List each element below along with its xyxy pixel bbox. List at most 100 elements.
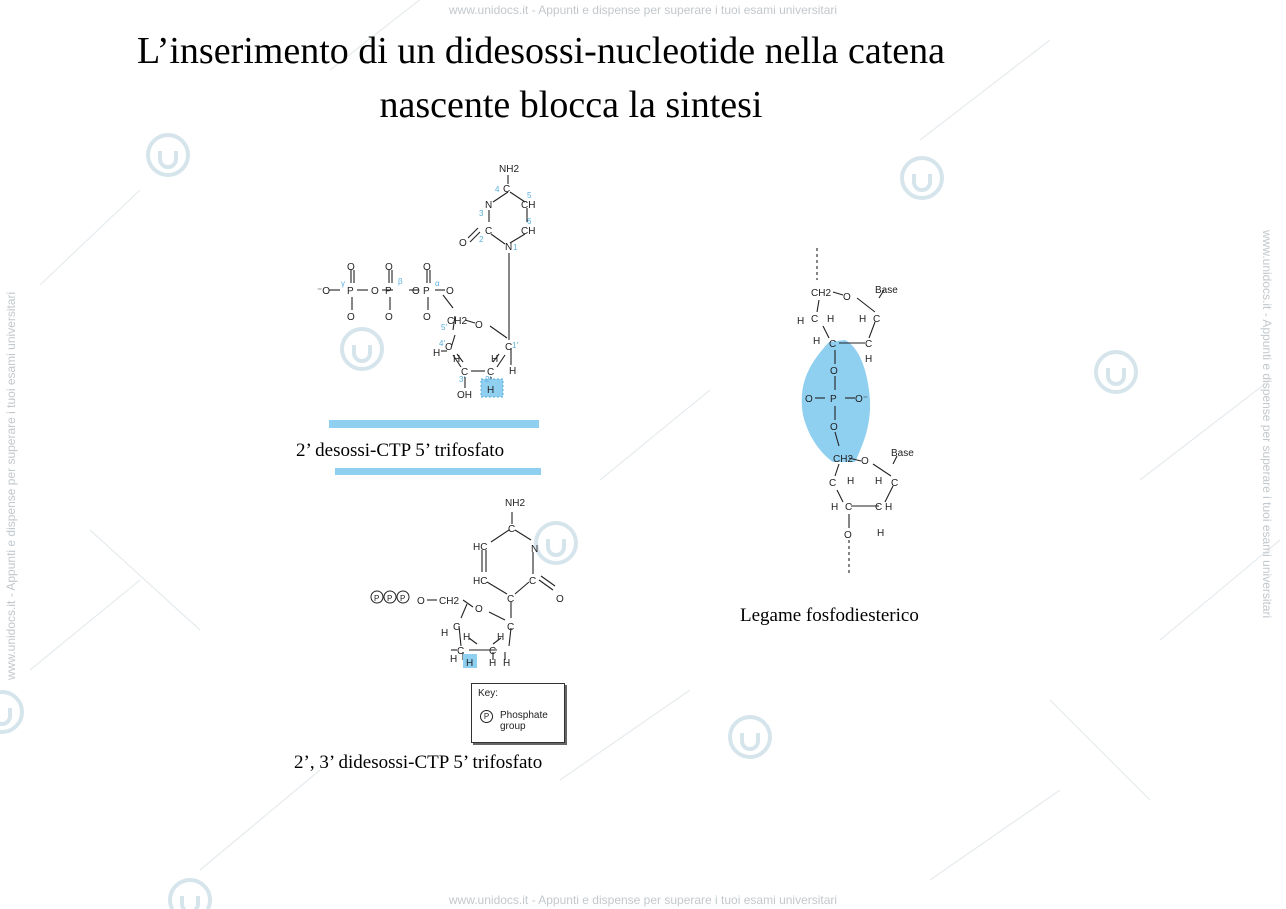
svg-text:3: 3 xyxy=(479,209,484,218)
svg-text:N: N xyxy=(531,544,538,555)
svg-text:6: 6 xyxy=(527,217,532,226)
svg-text:P: P xyxy=(347,286,354,297)
key-box: Key: P Phosphate group xyxy=(471,683,565,743)
svg-text:C: C xyxy=(487,367,494,378)
svg-text:H: H xyxy=(497,632,504,643)
svg-text:O⁻: O⁻ xyxy=(855,394,868,405)
svg-text:P: P xyxy=(830,394,837,405)
svg-text:HC: HC xyxy=(473,542,487,553)
unidocs-logo-icon xyxy=(900,156,944,200)
phosphate-group-icon xyxy=(383,590,397,604)
svg-text:H: H xyxy=(489,658,496,669)
ddctp-structure: NH2 C HC N HC C O C P P P O CH2 O C C H … xyxy=(370,498,564,669)
watermark-left: www.unidocs.it - Appunti e dispense per … xyxy=(4,291,18,680)
svg-text:O: O xyxy=(843,292,851,303)
svg-text:3′: 3′ xyxy=(459,375,465,384)
svg-text:H: H xyxy=(453,354,460,365)
svg-text:C: C xyxy=(453,622,460,633)
svg-text:α: α xyxy=(435,279,440,288)
svg-text:O: O xyxy=(412,286,420,297)
svg-text:CH2: CH2 xyxy=(811,288,831,299)
svg-text:O: O xyxy=(459,238,467,249)
svg-text:C: C xyxy=(875,502,882,513)
svg-text:H: H xyxy=(797,316,804,327)
svg-text:CH2: CH2 xyxy=(439,596,459,607)
svg-text:⁻O: ⁻O xyxy=(317,286,330,297)
svg-text:H: H xyxy=(813,336,820,347)
svg-text:N: N xyxy=(485,200,492,211)
title-line-1: L’inserimento di un didesossi-nucleotide… xyxy=(137,30,945,72)
svg-text:γ: γ xyxy=(341,279,345,288)
watermark-top: www.unidocs.it - Appunti e dispense per … xyxy=(448,3,838,17)
svg-text:O: O xyxy=(830,366,838,377)
svg-text:O: O xyxy=(417,596,425,607)
svg-text:H: H xyxy=(491,354,498,365)
svg-text:C: C xyxy=(445,342,452,353)
svg-text:C: C xyxy=(529,576,536,587)
svg-text:O: O xyxy=(475,320,483,331)
ddctp-caption: 2’, 3’ didesossi-CTP 5’ trifosfato xyxy=(294,752,543,773)
svg-text:H: H xyxy=(503,658,510,669)
svg-text:1′: 1′ xyxy=(512,341,518,350)
slide-title: L’inserimento di un didesossi-nucleotide… xyxy=(0,24,1082,132)
svg-text:H: H xyxy=(831,502,838,513)
svg-text:C: C xyxy=(489,646,496,657)
phosphate-group-icon xyxy=(370,590,384,604)
svg-text:H: H xyxy=(847,476,854,487)
svg-text:O: O xyxy=(556,594,564,605)
svg-text:5′: 5′ xyxy=(441,323,447,332)
key-phosphate-icon: P xyxy=(480,710,493,723)
key-title: Key: xyxy=(478,688,499,699)
svg-text:NH2: NH2 xyxy=(505,498,525,509)
svg-text:H: H xyxy=(463,632,470,643)
watermark-bottom: www.unidocs.it - Appunti e dispense per … xyxy=(448,893,838,907)
svg-text:H: H xyxy=(450,654,457,665)
svg-text:O: O xyxy=(371,286,379,297)
svg-text:HC: HC xyxy=(473,576,487,587)
svg-text:5: 5 xyxy=(527,191,532,200)
svg-text:O: O xyxy=(830,422,838,433)
svg-text:C: C xyxy=(865,339,872,350)
phosphodiester-highlight xyxy=(801,340,871,462)
unidocs-logo-icon xyxy=(340,327,384,371)
svg-text:C: C xyxy=(873,314,880,325)
svg-text:O: O xyxy=(861,456,869,467)
bar-top xyxy=(329,420,539,428)
svg-text:O: O xyxy=(475,604,483,615)
dctp-nh2: NH2 xyxy=(499,164,519,175)
svg-text:H: H xyxy=(509,366,516,377)
svg-text:N: N xyxy=(505,242,512,253)
svg-text:H: H xyxy=(466,658,473,669)
dctp-caption: 2’ desossi-CTP 5’ trifosfato xyxy=(296,440,505,461)
svg-text:P: P xyxy=(400,594,405,603)
svg-text:H: H xyxy=(487,385,494,396)
phosphodiester-structure: CH2 O Base C H H H C H C C H O O P O⁻ O … xyxy=(797,248,914,575)
svg-text:C: C xyxy=(457,646,464,657)
svg-text:O: O xyxy=(385,312,393,323)
svg-text:4′: 4′ xyxy=(439,339,445,348)
svg-text:C: C xyxy=(485,226,492,237)
svg-text:CH: CH xyxy=(521,226,535,237)
base-label-bottom: Base xyxy=(891,448,914,459)
unidocs-logo-icon xyxy=(728,715,772,759)
watermark-right: www.unidocs.it - Appunti e dispense per … xyxy=(1260,230,1274,619)
svg-text:O: O xyxy=(423,262,431,273)
phosphate-group-icon xyxy=(396,590,410,604)
svg-text:4: 4 xyxy=(495,185,500,194)
svg-text:O: O xyxy=(347,262,355,273)
svg-text:C: C xyxy=(503,184,510,195)
svg-text:C: C xyxy=(508,524,515,535)
svg-text:H: H xyxy=(885,502,892,513)
svg-text:C: C xyxy=(507,622,514,633)
svg-text:H: H xyxy=(827,314,834,325)
svg-text:H: H xyxy=(877,528,884,539)
phosphodiester-caption: Legame fosfodiesterico xyxy=(740,605,919,626)
caption-bars xyxy=(329,420,541,475)
svg-text:C: C xyxy=(505,342,512,353)
svg-text:OH: OH xyxy=(457,390,472,401)
svg-text:O: O xyxy=(805,394,813,405)
svg-text:C: C xyxy=(891,478,898,489)
svg-text:H: H xyxy=(859,314,866,325)
svg-text:H: H xyxy=(441,628,448,639)
